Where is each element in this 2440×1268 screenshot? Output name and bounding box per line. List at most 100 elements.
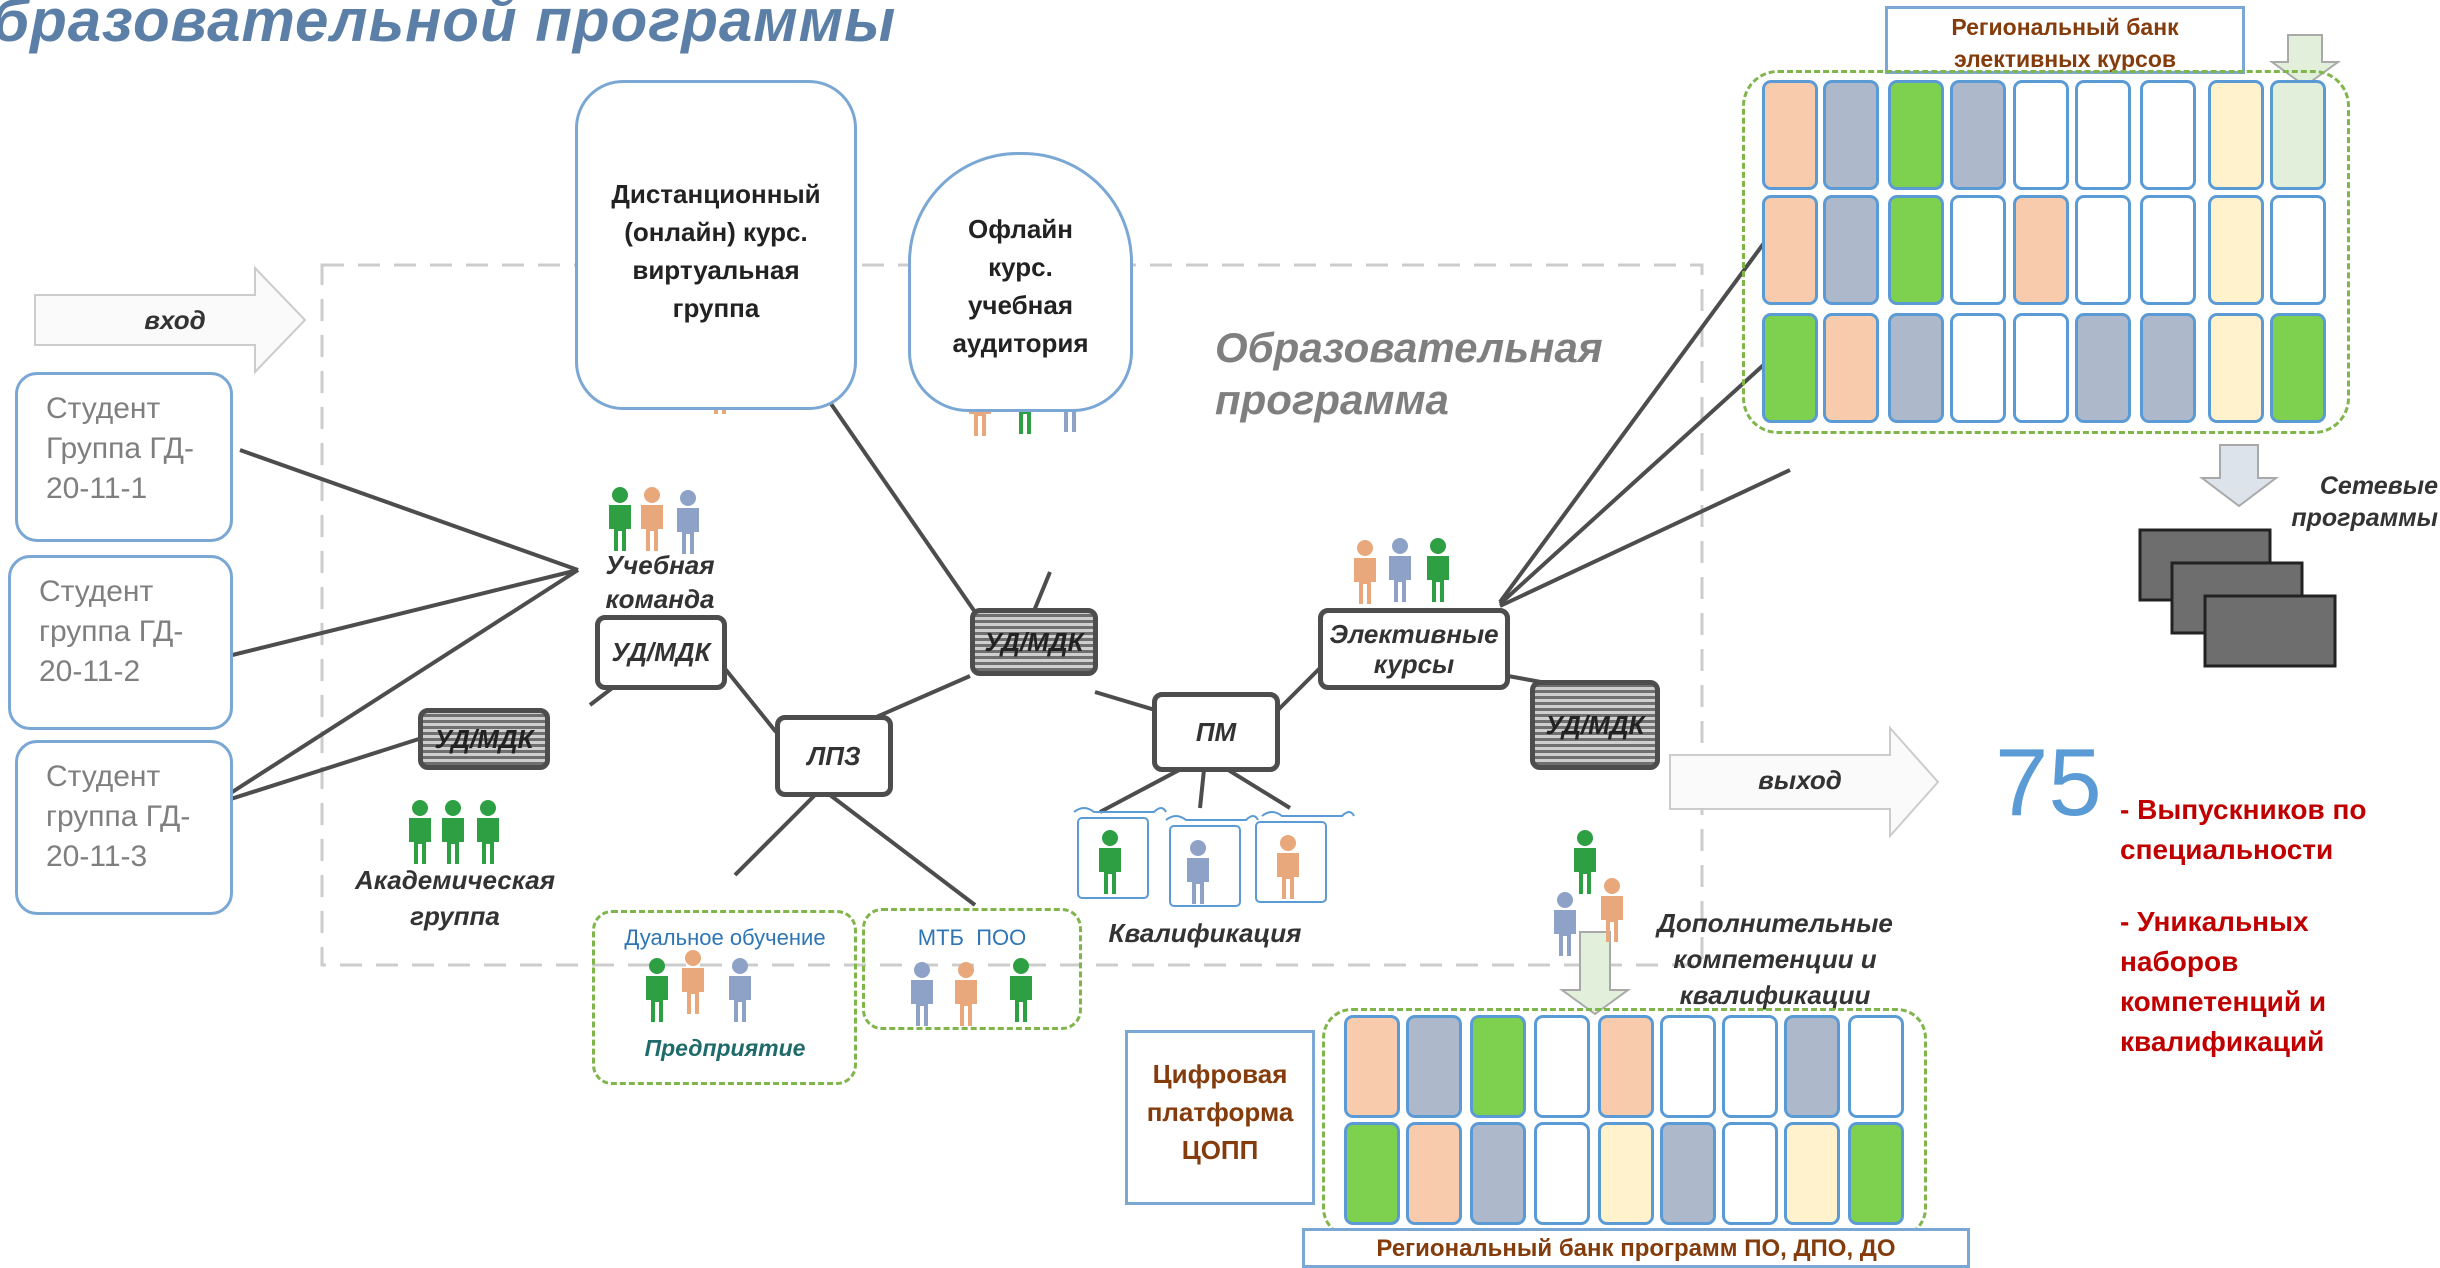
dual-training-box: [592, 910, 857, 1085]
output-arrow: [1669, 725, 1940, 839]
student-1-line1: Студент: [46, 392, 161, 425]
student-2-line3: 20-11-2: [39, 655, 141, 688]
lpz-node[interactable]: ЛПЗ: [775, 715, 893, 797]
result-item-graduates: - Выпускников по специальности: [2120, 794, 2367, 865]
student-1-line2: Группа ГД-: [46, 432, 194, 465]
ud-mdk-node-3[interactable]: УД/МДК: [970, 608, 1098, 676]
bank-cell: [2140, 80, 2196, 190]
person-icon: [1187, 840, 1209, 904]
student-box-2: Студент группа ГД- 20-11-2: [8, 555, 233, 730]
bank-cell: [1762, 195, 1818, 305]
bank-cell: [2270, 80, 2326, 190]
person-icon: [1010, 958, 1032, 1022]
bank-cell: [1598, 1015, 1654, 1118]
input-label: вход: [144, 305, 206, 335]
academic-group-label: Академическая группа: [354, 865, 556, 931]
network-program-blocks: [2138, 528, 2337, 668]
bank-cell: [1406, 1122, 1462, 1225]
bank-cell: [1406, 1015, 1462, 1118]
person-icon: [477, 800, 499, 864]
bank-cell: [1888, 195, 1944, 305]
pm-node[interactable]: ПМ: [1152, 692, 1280, 772]
electives-bank-grid: [1742, 70, 2350, 434]
team-label: Учебная команда: [605, 550, 715, 614]
bank-cell: [2270, 313, 2326, 423]
person-icon: [1099, 830, 1121, 894]
down-arrow-extra: [1558, 931, 1632, 1016]
bank-cell: [2013, 80, 2069, 190]
electives-node[interactable]: Элективные курсы: [1318, 608, 1510, 690]
person-icon: [646, 958, 668, 1022]
network-programs-label: Сетевые программы: [2291, 472, 2438, 532]
person-icon: [641, 487, 663, 551]
ud-mdk-node-4[interactable]: УД/МДК: [1530, 680, 1660, 770]
student-3-line2: группа ГД-: [46, 800, 191, 833]
student-box-1: Студент Группа ГД- 20-11-1: [15, 372, 233, 542]
ud-mdk-label-1: УД/МДК: [611, 637, 711, 667]
bank-cell: [1823, 313, 1879, 423]
bank-cell: [2075, 313, 2131, 423]
bank-cell: [1823, 80, 1879, 190]
student-2-line1: Студент: [39, 575, 154, 608]
bank-cell: [1344, 1015, 1400, 1118]
person-icon: [911, 962, 933, 1026]
person-icon: [1354, 540, 1376, 604]
bank-programs-title-text: Региональный банк программ ПО, ДПО, ДО: [1376, 1235, 1896, 1262]
ud-mdk-node-1[interactable]: УД/МДК: [595, 615, 727, 690]
bank-cell: [1722, 1122, 1778, 1225]
enterprise-label: Предприятие: [644, 1035, 806, 1061]
bank-cell: [1660, 1122, 1716, 1225]
down-arrow-network: [2199, 444, 2279, 508]
result-item-unique-sets: - Уникальных наборов компетенций и квали…: [2120, 906, 2327, 1057]
person-icon: [1389, 538, 1411, 602]
bank-cell: [1888, 313, 1944, 423]
person-icon: [442, 800, 464, 864]
person-icon: [1427, 538, 1449, 602]
bank-cell: [1762, 80, 1818, 190]
person-icon: [1277, 835, 1299, 899]
bank-cell: [2208, 80, 2264, 190]
bank-cell: [1784, 1122, 1840, 1225]
offline-course-label: Офлайн курс. учебная аудитория: [952, 214, 1089, 358]
bank-cell: [2013, 313, 2069, 423]
student-box-3: Студент группа ГД- 20-11-3: [15, 740, 233, 915]
bank-electives-title-text: Региональный банк элективных курсов: [1951, 14, 2179, 72]
bank-programs-title: Региональный банк программ ПО, ДПО, ДО: [1302, 1228, 1970, 1268]
dual-training-label: Дуальное обучение: [624, 925, 826, 950]
bank-cell: [2140, 195, 2196, 305]
program-label: Образовательная программа: [1215, 324, 1603, 423]
ud-mdk-label-4: УД/МДК: [1545, 709, 1645, 740]
bank-cell: [2075, 195, 2131, 305]
electives-label: Элективные курсы: [1329, 619, 1499, 679]
bank-cell: [1848, 1122, 1904, 1225]
bank-cell: [2013, 195, 2069, 305]
bank-cell: [1950, 313, 2006, 423]
lpz-label: ЛПЗ: [807, 740, 861, 771]
online-course-bubble: Дистанционный (онлайн) курс. виртуальная…: [575, 80, 857, 410]
pm-label: ПМ: [1195, 716, 1237, 747]
person-icon: [609, 487, 631, 551]
bank-cell: [1784, 1015, 1840, 1118]
person-icon: [677, 490, 699, 554]
mtb-label: МТБ ПОО: [917, 925, 1027, 950]
output-label: выход: [1758, 765, 1842, 795]
person-icon: [1574, 830, 1596, 894]
ud-mdk-node-2[interactable]: УД/МДК: [418, 708, 550, 770]
bank-cell: [2140, 313, 2196, 423]
bank-cell: [1950, 195, 2006, 305]
extra-competences-label: Дополнительные компетенции и квалификаци…: [1657, 908, 1893, 1010]
bank-cell: [1722, 1015, 1778, 1118]
page-title: бразовательной программы: [0, 0, 897, 54]
bank-cell: [1950, 80, 2006, 190]
bank-cell: [2270, 195, 2326, 305]
bank-cell: [1888, 80, 1944, 190]
person-icon: [729, 958, 751, 1022]
person-icon: [955, 962, 977, 1026]
bank-cell: [2208, 313, 2264, 423]
bank-cell: [1470, 1122, 1526, 1225]
person-icon: [1554, 892, 1576, 956]
bank-cell: [2075, 80, 2131, 190]
student-1-line3: 20-11-1: [46, 472, 148, 505]
bank-cell: [1848, 1015, 1904, 1118]
bank-electives-title: Региональный банк элективных курсов: [1885, 6, 2245, 74]
